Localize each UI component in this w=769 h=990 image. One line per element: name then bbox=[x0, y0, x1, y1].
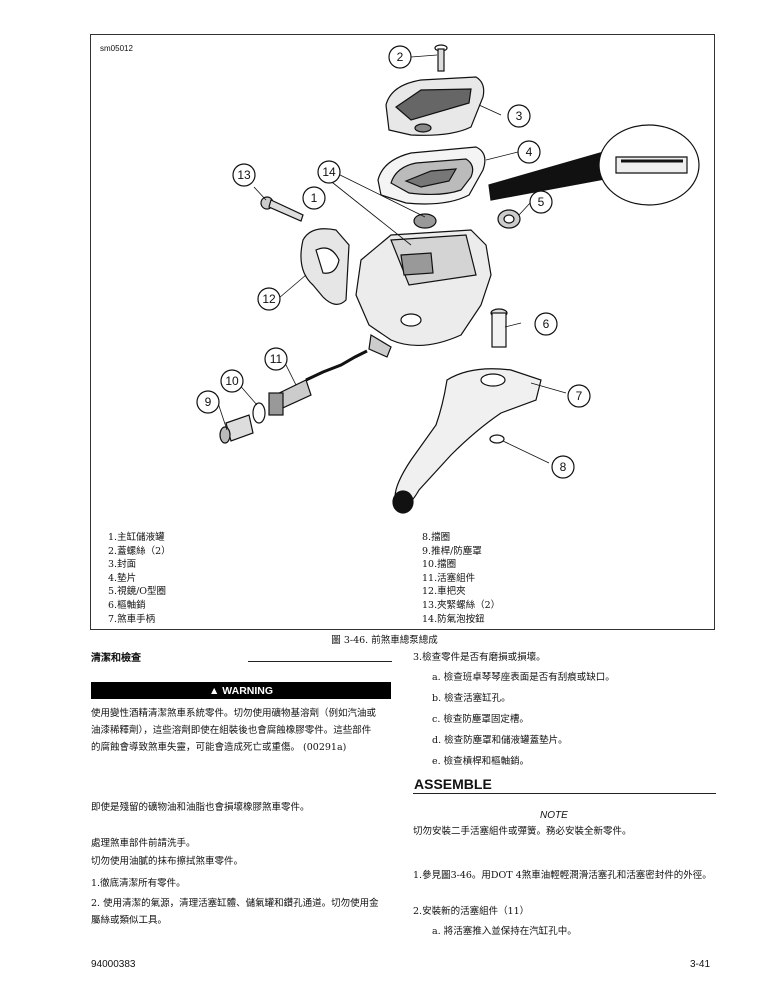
callout-14: 14 bbox=[317, 160, 341, 184]
legend-item: 3.封面 bbox=[108, 559, 137, 571]
legend-item: 14.防氣泡按鈕 bbox=[422, 613, 485, 625]
figure-code: sm05012 bbox=[100, 44, 133, 53]
callout-6: 6 bbox=[534, 312, 558, 336]
warning-line: 使用變性酒精清潔煞車系統零件。切勿使用礦物基溶劑（例如汽油或 bbox=[91, 708, 377, 719]
svg-text:14: 14 bbox=[322, 165, 336, 179]
callout-2: 2 bbox=[388, 45, 412, 69]
step-line: 2. 使用清潔的氣源，清理活塞缸體、儲氣罐和鑽孔通道。切勿使用金 bbox=[91, 898, 379, 909]
assemble-step-2a: a. 將活塞推入並保持在汽缸孔中。 bbox=[432, 926, 577, 937]
svg-text:3: 3 bbox=[516, 109, 523, 123]
e-clip-part bbox=[489, 434, 505, 444]
legend-item: 2.蓋螺絲（2） bbox=[108, 545, 171, 557]
assemble-rule bbox=[413, 793, 716, 794]
assemble-step-1: 1.參見圖3-46。用DOT 4煞車油輕輕潤滑活塞孔和活塞密封件的外徑。 bbox=[413, 870, 712, 881]
paragraph: 即使是殘留的礦物油和油脂也會損壞橡膠煞車零件。 bbox=[91, 802, 310, 813]
legend-item: 6.樞軸銷 bbox=[108, 599, 146, 611]
callout-13: 13 bbox=[232, 163, 256, 187]
gasket-part bbox=[377, 146, 486, 205]
svg-text:5: 5 bbox=[538, 195, 545, 209]
svg-text:2: 2 bbox=[397, 50, 404, 64]
callout-11: 11 bbox=[264, 347, 288, 371]
bleed-button-part bbox=[413, 213, 437, 229]
step-1: 1.徹底清潔所有零件。 bbox=[91, 878, 186, 889]
callout-7: 7 bbox=[567, 384, 591, 408]
callout-3: 3 bbox=[507, 104, 531, 128]
note-label: NOTE bbox=[540, 810, 568, 821]
heading-rule bbox=[248, 661, 392, 662]
figure-caption: 圖 3-46. 前煞車總泵總成 bbox=[331, 635, 438, 646]
handlebar-clamp-part bbox=[300, 228, 350, 305]
paragraph: 切勿使用油膩的抹布擦拭煞車零件。 bbox=[91, 856, 244, 867]
retaining-ring-part bbox=[252, 402, 266, 424]
svg-text:10: 10 bbox=[225, 374, 239, 388]
legend-item: 10.擋圈 bbox=[422, 559, 457, 571]
legend-left: 1.主缸儲液罐 2.蓋螺絲（2） 3.封面 4.墊片 5.視鏡/O型圈 6.樞軸… bbox=[108, 531, 171, 626]
legend-item: 7.煞車手柄 bbox=[108, 613, 156, 625]
list-item: d. 檢查防塵罩和儲液罐蓋墊片。 bbox=[432, 735, 568, 746]
legend-item: 1.主缸儲液罐 bbox=[108, 532, 165, 543]
svg-text:8: 8 bbox=[560, 460, 567, 474]
section-heading: 清潔和檢查 bbox=[91, 653, 141, 664]
svg-text:13: 13 bbox=[237, 168, 251, 182]
assemble-step-2: 2.安裝新的活塞組件（11） bbox=[413, 906, 530, 917]
inspect-list: a. 檢查班卓琴琴座表面是否有刮痕或缺口。 b. 檢查活塞缸孔。 c. 檢查防塵… bbox=[432, 671, 615, 768]
legend-item: 11.活塞組件 bbox=[422, 572, 476, 584]
warning-banner: ▲ WARNING bbox=[91, 682, 391, 699]
master-cylinder-body-part bbox=[355, 229, 492, 358]
legend-item: 4.墊片 bbox=[108, 572, 137, 584]
callout-5: 5 bbox=[529, 190, 553, 214]
pushrod-boot-part bbox=[219, 414, 254, 444]
legend-right: 8.擋圈 9.推桿/防塵罩 10.擋圈 11.活塞組件 12.車把夾 13.夾緊… bbox=[422, 531, 500, 626]
master-cylinder-diagram: 1 2 3 4 5 6 7 8 9 10 11 12 13 14 bbox=[196, 44, 700, 514]
svg-text:6: 6 bbox=[543, 317, 550, 331]
legend-item: 9.推桿/防塵罩 bbox=[422, 545, 482, 557]
brake-lever-part bbox=[392, 368, 542, 514]
warning-text: 使用變性酒精清潔煞車系統零件。切勿使用礦物基溶劑（例如汽油或 油漆稀釋劑），這些… bbox=[91, 707, 396, 754]
legend-item: 8.擋圈 bbox=[422, 532, 451, 543]
svg-text:4: 4 bbox=[526, 145, 533, 159]
legend-item: 5.視鏡/O型圈 bbox=[108, 586, 167, 598]
list-item: c. 檢查防塵罩固定槽。 bbox=[432, 714, 529, 725]
list-item: b. 檢查活塞缸孔。 bbox=[432, 693, 511, 704]
callout-12: 12 bbox=[257, 287, 281, 311]
callout-1: 1 bbox=[302, 186, 326, 210]
reservoir-cover-part bbox=[385, 76, 485, 136]
pivot-pin-part bbox=[490, 308, 508, 348]
figure-frame bbox=[90, 34, 715, 630]
list-item: e. 檢查槓桿和樞軸銷。 bbox=[432, 756, 530, 767]
warning-line: 油漆稀釋劑），這些溶劑即使在組裝後也會腐蝕橡膠零件。這些部件 bbox=[91, 725, 372, 736]
callouts: 1 2 3 4 5 6 7 8 9 10 11 12 13 14 bbox=[196, 45, 591, 479]
svg-text:1: 1 bbox=[311, 191, 318, 205]
svg-text:11: 11 bbox=[270, 352, 283, 366]
step-3: 3.檢查零件是否有磨損或損壞。 bbox=[413, 652, 546, 663]
page-number: 3-41 bbox=[690, 959, 711, 970]
cover-screw-part bbox=[434, 44, 448, 72]
callout-8: 8 bbox=[551, 455, 575, 479]
sight-glass-part bbox=[497, 209, 521, 229]
warning-line: 的腐蝕會導致煞車失靈，可能會造成死亡或重傷。 (00291a) bbox=[91, 742, 347, 753]
piston-spring-part bbox=[268, 349, 368, 416]
callout-9: 9 bbox=[196, 390, 220, 414]
svg-text:12: 12 bbox=[262, 292, 276, 306]
clamp-screw-part bbox=[260, 196, 304, 222]
legend-item: 12.車把夾 bbox=[422, 586, 466, 598]
svg-text:7: 7 bbox=[576, 389, 583, 403]
assemble-heading: ASSEMBLE bbox=[414, 776, 492, 792]
paragraph: 處理煞車部件前請洗手。 bbox=[91, 838, 196, 849]
note-text: 切勿安裝二手活塞組件或彈簧。務必安裝全新零件。 bbox=[413, 826, 632, 837]
doc-number: 94000383 bbox=[91, 959, 136, 970]
step-2: 2. 使用清潔的氣源，清理活塞缸體、儲氣罐和鑽孔通道。切勿使用金 屬絲或類似工具… bbox=[91, 897, 396, 927]
callout-10: 10 bbox=[220, 369, 244, 393]
step-line: 屬絲或類似工具。 bbox=[91, 915, 168, 926]
list-item: a. 檢查班卓琴琴座表面是否有刮痕或缺口。 bbox=[432, 672, 615, 683]
detail-zoom-part bbox=[488, 124, 700, 206]
legend-item: 13.夾緊螺絲（2） bbox=[422, 599, 501, 611]
callout-4: 4 bbox=[517, 140, 541, 164]
svg-text:9: 9 bbox=[205, 395, 212, 409]
